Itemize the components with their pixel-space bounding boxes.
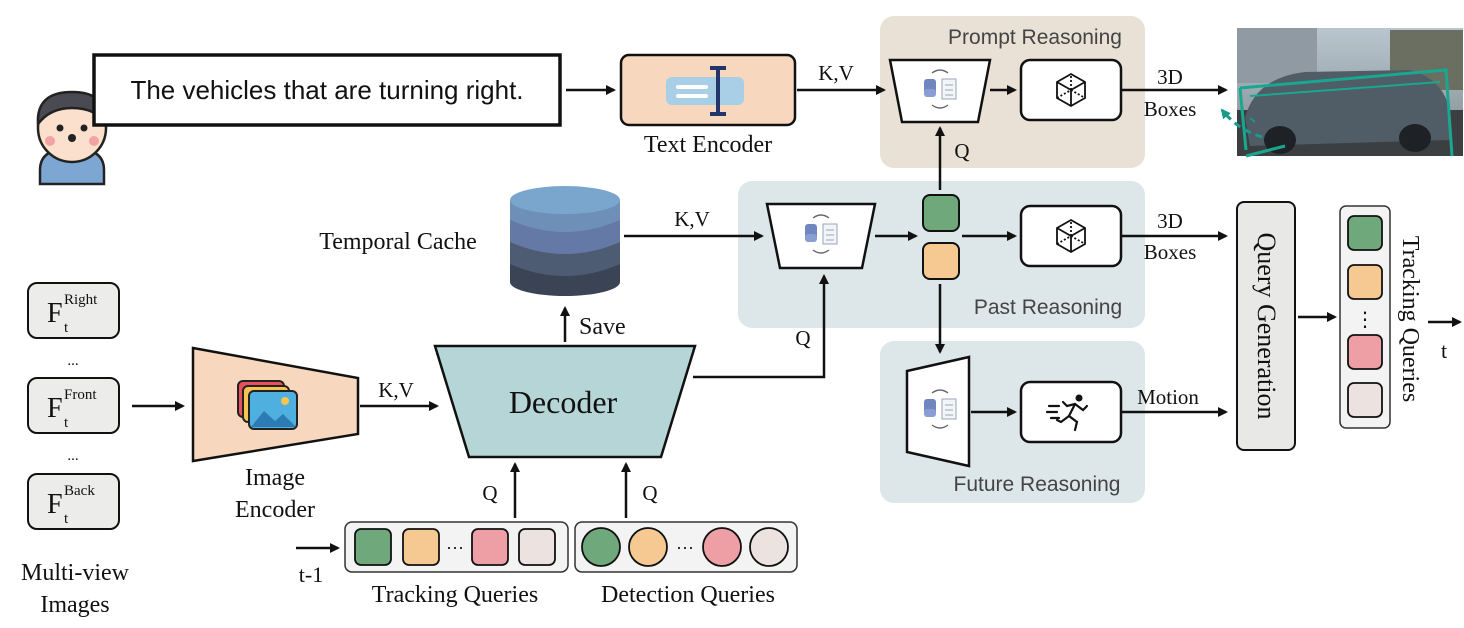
- output-query-light: [1347, 382, 1383, 418]
- kv-label-cache: K,V: [674, 207, 710, 231]
- temporal-cache-label: Temporal Cache: [319, 229, 477, 255]
- svg-text:Front: Front: [64, 387, 97, 403]
- multiview-caption-line1: Multi-view: [21, 560, 130, 586]
- multiview-caption-line2: Images: [40, 592, 109, 618]
- output-ellipsis: ⋮: [1355, 309, 1375, 331]
- future-attention-block: [905, 355, 971, 468]
- tracking-queries-label: Tracking Queries: [372, 582, 538, 608]
- svg-text:Back: Back: [64, 483, 95, 499]
- detection-queries-label: Detection Queries: [601, 582, 775, 608]
- boxes-line1-mid: 3D: [1157, 209, 1183, 233]
- prompt-text-box: [92, 53, 562, 127]
- tracking-query-green: [354, 528, 392, 566]
- tracking-queries-box: [344, 521, 569, 573]
- output-query-pink: [1347, 334, 1383, 370]
- scene-photo: [1237, 28, 1463, 158]
- q-label-prompt: Q: [954, 139, 969, 163]
- temporal-cache-database-icon: [510, 186, 620, 296]
- output-query-orange: [1347, 264, 1383, 300]
- view-ellipsis-2: ...: [67, 448, 78, 464]
- past-query-orange: [922, 242, 960, 280]
- prompt-reasoning-label: Prompt Reasoning: [948, 26, 1122, 49]
- tracking-query-light: [518, 528, 556, 566]
- tracking-query-orange: [402, 528, 440, 566]
- image-encoder-label-line2: Encoder: [235, 497, 315, 523]
- detection-queries-box: [574, 521, 798, 573]
- future-reasoning-label: Future Reasoning: [954, 473, 1121, 496]
- detection-ellipsis: ···: [676, 537, 694, 557]
- detection-query-pink: [702, 527, 742, 567]
- user-avatar-icon: [36, 90, 108, 186]
- output-tracking-queries-box: [1339, 205, 1391, 429]
- text-cursor-icon: [666, 66, 744, 116]
- tracking-ellipsis: ···: [446, 537, 464, 557]
- image-stack-icon: [237, 380, 298, 430]
- view-ellipsis-1: ...: [67, 353, 78, 369]
- prompt-attention-block: [888, 58, 992, 124]
- query-generation-box: [1236, 201, 1296, 451]
- q-label-detection: Q: [642, 481, 657, 505]
- query-generation-label: Query Generation: [1252, 233, 1281, 420]
- kv-label-image: K,V: [378, 378, 414, 402]
- motion-label: Motion: [1137, 385, 1199, 409]
- save-label: Save: [579, 314, 626, 340]
- time-label: t: [1441, 338, 1447, 363]
- view-box-front: F t Front: [27, 377, 120, 434]
- running-person-icon: [1019, 380, 1123, 444]
- view-box-back: F t Back: [27, 473, 120, 530]
- svg-text:Right: Right: [64, 292, 98, 308]
- arrow-decoder-to-past-attn: [693, 274, 829, 379]
- detection-query-orange: [628, 527, 668, 567]
- svg-text:F: F: [47, 298, 63, 329]
- svg-text:t: t: [64, 320, 69, 336]
- detection-query-green: [581, 527, 621, 567]
- kv-label-text: K,V: [818, 61, 854, 85]
- svg-text:t: t: [64, 511, 69, 527]
- svg-text:t: t: [64, 415, 69, 431]
- prev-frame-label: t-1: [299, 562, 323, 587]
- tracking-query-pink: [471, 528, 509, 566]
- past-attention-block: [765, 202, 877, 270]
- prompt-3d-box-icon: [1019, 58, 1123, 122]
- scene-dashed-arrow: [1220, 108, 1263, 139]
- decoder-label: Decoder: [509, 384, 618, 420]
- output-query-green: [1347, 215, 1383, 251]
- output-tracking-queries-label: Tracking Queries: [1397, 236, 1423, 402]
- text-encoder-label: Text Encoder: [644, 132, 772, 158]
- svg-text:F: F: [47, 393, 63, 424]
- image-encoder-label-line1: Image: [245, 465, 305, 491]
- boxes-line1-top: 3D: [1157, 65, 1183, 89]
- past-3d-box-icon: [1019, 204, 1123, 268]
- svg-text:F: F: [47, 489, 63, 520]
- view-box-right: F t Right: [27, 282, 120, 339]
- detection-query-light: [749, 527, 789, 567]
- q-label-past: Q: [795, 326, 810, 350]
- decoder-block: [433, 344, 697, 459]
- q-label-tracking: Q: [482, 481, 497, 505]
- boxes-line2-mid: Boxes: [1144, 240, 1197, 264]
- prompt-text: The vehicles that are turning right.: [130, 75, 523, 105]
- past-reasoning-label: Past Reasoning: [974, 296, 1122, 319]
- past-query-green: [922, 194, 960, 232]
- boxes-line2-top: Boxes: [1144, 97, 1197, 121]
